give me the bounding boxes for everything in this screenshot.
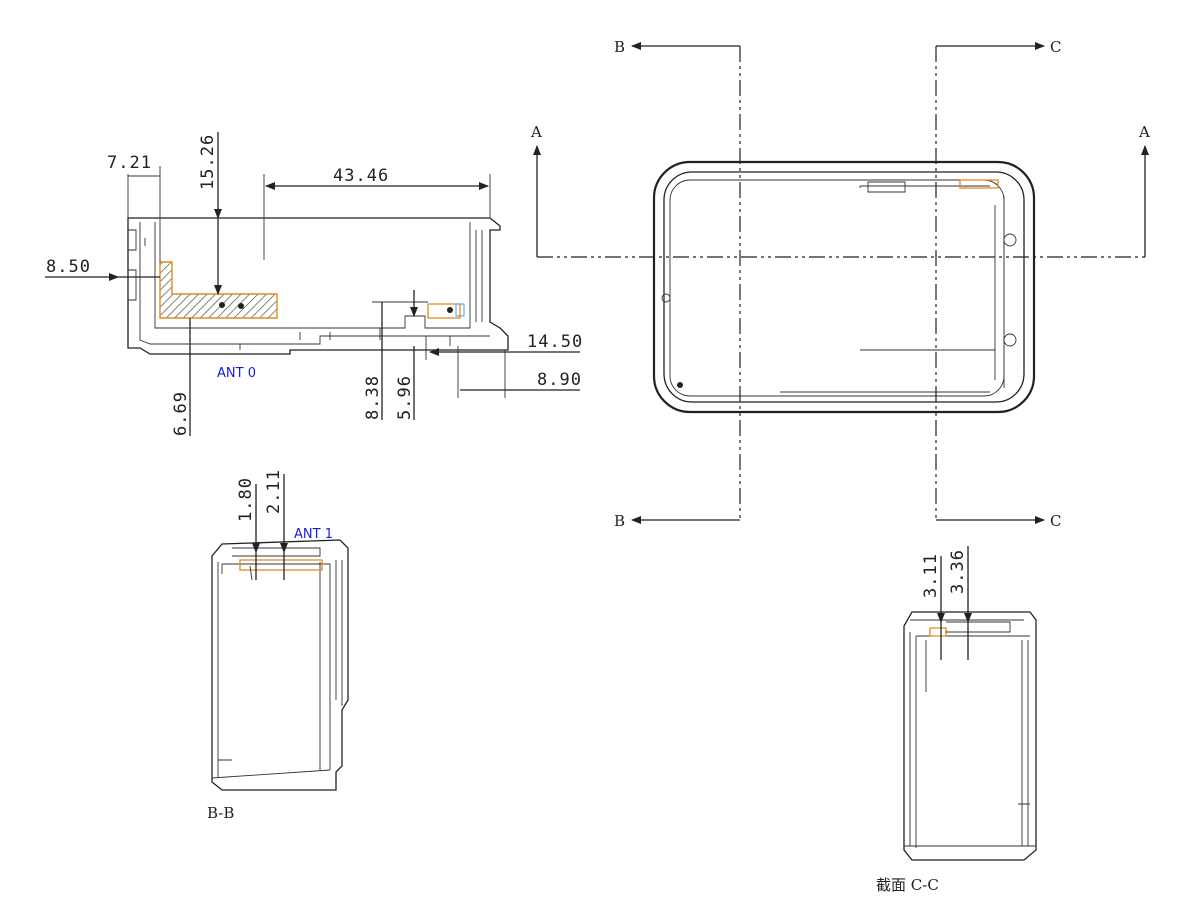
marker-b-top: B bbox=[614, 38, 625, 56]
section-a-body bbox=[127, 217, 509, 355]
device-frame-inner bbox=[669, 179, 1005, 397]
dim-8-90: 8.90 bbox=[537, 370, 582, 390]
section-a-left-detail bbox=[128, 229, 146, 301]
section-c-top-detail bbox=[946, 621, 1011, 633]
antenna-0-contact-blue bbox=[455, 303, 465, 317]
marker-c-bottom: C bbox=[1050, 512, 1061, 530]
marker-a-left: A bbox=[530, 123, 542, 141]
antenna-0-contact-hole bbox=[447, 307, 453, 313]
antenna-0-hole bbox=[238, 303, 244, 309]
top-detail bbox=[867, 181, 906, 193]
device-inner-outline bbox=[663, 171, 1025, 403]
antenna-0-contact bbox=[427, 303, 461, 319]
section-b-inner bbox=[211, 560, 343, 779]
section-a-bottom-detail bbox=[239, 328, 451, 350]
antenna-0-hatched bbox=[159, 261, 278, 319]
section-c-body bbox=[903, 611, 1037, 861]
device-outer-outline bbox=[652, 160, 1036, 414]
section-c-view: 3.11 3.36 截面 C-C bbox=[876, 546, 1037, 894]
antenna-0-label: ANT 0 bbox=[217, 366, 256, 381]
marker-c-top: C bbox=[1050, 38, 1061, 56]
section-a-inner-wall bbox=[139, 222, 490, 345]
screw-boss bbox=[1003, 333, 1017, 347]
corner-antenna-detail bbox=[959, 179, 999, 189]
marker-a-right: A bbox=[1138, 123, 1150, 141]
dim-8-50: 8.50 bbox=[46, 257, 91, 277]
dim-3-36: 3.36 bbox=[948, 549, 968, 594]
dim-14-50: 14.50 bbox=[527, 332, 583, 352]
antenna-c-element bbox=[929, 627, 947, 637]
dim-15-26: 15.26 bbox=[198, 134, 218, 190]
dim-3-11: 3.11 bbox=[921, 553, 941, 598]
top-view: B B C C A A bbox=[530, 38, 1150, 530]
section-a-view: 7.21 15.26 43.46 8.50 6.69 8.38 5.96 14.… bbox=[45, 132, 583, 436]
dim-6-69: 6.69 bbox=[171, 391, 191, 436]
dim-43-46: 43.46 bbox=[333, 166, 389, 186]
section-b-top-detail bbox=[232, 547, 321, 581]
section-b-view: 1.80 2.11 ANT 1 B-B bbox=[207, 469, 349, 822]
section-c-inner bbox=[904, 619, 1036, 848]
dim-1-80: 1.80 bbox=[236, 477, 256, 522]
antenna-1-element bbox=[239, 559, 323, 571]
antenna-1-label: ANT 1 bbox=[294, 527, 333, 542]
marker-b-bottom: B bbox=[614, 512, 625, 530]
dim-5-96: 5.96 bbox=[395, 375, 415, 420]
section-b-body bbox=[211, 539, 349, 791]
dim-2-11: 2.11 bbox=[264, 469, 284, 514]
screw-boss bbox=[1003, 233, 1017, 247]
screw-boss bbox=[661, 293, 671, 303]
section-b-title: B-B bbox=[207, 804, 234, 822]
screw-boss bbox=[677, 382, 683, 388]
antenna-0-hole bbox=[219, 302, 225, 308]
dim-7-21: 7.21 bbox=[107, 153, 152, 173]
section-c-title: 截面 C-C bbox=[876, 876, 939, 894]
device-frame-detail bbox=[780, 185, 1005, 393]
dim-8-38: 8.38 bbox=[363, 375, 383, 420]
